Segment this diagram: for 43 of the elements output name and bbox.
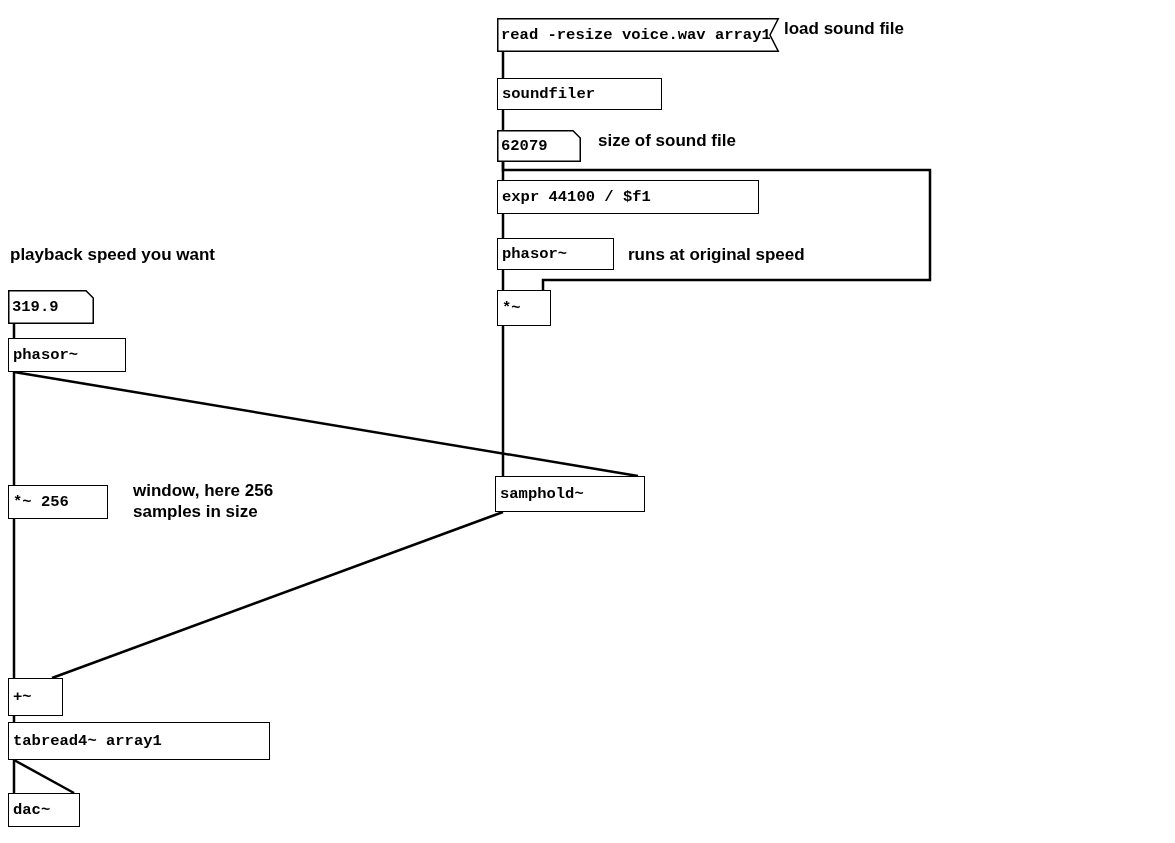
object-box xyxy=(8,485,108,519)
object-box xyxy=(8,678,63,716)
object-label: phasor~ xyxy=(13,346,79,364)
object-label: *~ xyxy=(502,299,521,317)
comment-text: playback speed you want xyxy=(10,244,216,266)
object-label: samphold~ xyxy=(500,485,584,503)
object-label: read -resize voice.wav array1 xyxy=(501,26,771,44)
object-label: 319.9 xyxy=(12,298,59,316)
patch-cord xyxy=(501,161,932,290)
object-box xyxy=(497,238,614,270)
number-box xyxy=(8,290,94,324)
patch-cord xyxy=(12,519,16,678)
patch-cord xyxy=(501,270,505,290)
object-box xyxy=(497,290,551,326)
comment-text: load sound file xyxy=(784,18,905,40)
object-label: expr 44100 / $f1 xyxy=(502,188,651,206)
object-label: 62079 xyxy=(501,137,548,155)
comment-text: runs at original speed xyxy=(628,244,806,266)
patch-cord xyxy=(501,214,505,238)
message-box xyxy=(497,18,779,52)
patch-cord xyxy=(12,760,16,793)
object-box xyxy=(497,78,662,110)
patch-cord xyxy=(51,510,504,680)
object-label: +~ xyxy=(13,688,32,706)
object-label: *~ 256 xyxy=(13,493,69,511)
patch-cord xyxy=(12,372,16,485)
object-label: soundfiler xyxy=(502,85,595,103)
patch-cord xyxy=(13,370,639,478)
object-label: tabread4~ array1 xyxy=(13,732,162,750)
object-box xyxy=(8,338,126,372)
comment-text: window, here 256 samples in size xyxy=(133,480,275,523)
comment-text: size of sound file xyxy=(598,130,737,152)
object-box xyxy=(497,180,759,214)
object-box xyxy=(8,793,80,827)
object-label: phasor~ xyxy=(502,245,568,263)
patch-cord xyxy=(13,758,75,795)
object-box xyxy=(495,476,645,512)
patch-cord xyxy=(501,110,505,130)
number-box xyxy=(497,130,581,162)
object-box xyxy=(8,722,270,760)
object-label: dac~ xyxy=(13,801,51,819)
patch-cord xyxy=(501,326,505,476)
patch-cord xyxy=(501,52,505,78)
